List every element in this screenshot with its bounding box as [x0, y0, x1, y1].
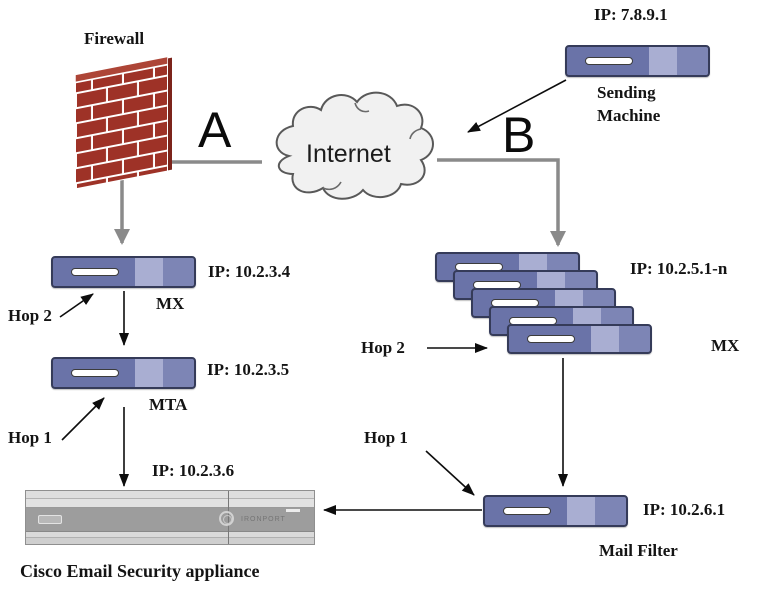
server-slot: [585, 57, 634, 66]
mx-left-server: [51, 256, 196, 288]
route-label-a: A: [198, 102, 232, 158]
arrow-hop2-left: [59, 293, 94, 318]
server-slot: [503, 507, 552, 516]
mail-filter-server: [483, 495, 628, 527]
hop2-left-label: Hop 2: [8, 306, 52, 325]
cisco-appliance-image: IRONPORT: [25, 490, 315, 545]
sending-machine-label-line1: Sending: [597, 83, 656, 102]
arrow-hop1-left: [61, 397, 105, 441]
internet-cloud: Internet: [275, 91, 434, 200]
mta-label: MTA: [149, 395, 188, 414]
appliance-band: [26, 499, 314, 508]
ironport-logo-icon: [219, 511, 234, 526]
firewall-icon: [74, 55, 172, 190]
appliance-band: [26, 491, 314, 499]
mta-ip: IP: 10.2.3.5: [207, 360, 290, 379]
server-slot: [527, 335, 576, 344]
mail-filter-label: Mail Filter: [599, 541, 678, 560]
ironport-wordmark: IRONPORT: [241, 516, 286, 523]
hop1-left-label: Hop 1: [8, 428, 52, 447]
connector-internet-to-mx-stack: [437, 158, 566, 247]
route-label-b: B: [502, 107, 536, 163]
appliance-power-badge: [38, 515, 62, 524]
internet-label: Internet: [306, 140, 391, 168]
mx-right-ip: IP: 10.2.5.1-n: [630, 259, 728, 278]
firewall-label: Firewall: [84, 29, 145, 48]
server-slot: [71, 268, 120, 277]
mta-server: [51, 357, 196, 389]
appliance-indicator: [286, 509, 300, 512]
sending-machine-label-line2: Machine: [597, 106, 661, 125]
appliance-ip: IP: 10.2.3.6: [152, 461, 235, 480]
mx-left-ip: IP: 10.2.3.4: [208, 262, 291, 281]
server-slot: [71, 369, 120, 378]
appliance-band: [26, 532, 314, 538]
appliance-band: [26, 538, 314, 544]
hop2-right-label: Hop 2: [361, 338, 405, 357]
mx-stack-server: [507, 324, 652, 354]
arrow-hop1-right: [425, 450, 475, 496]
appliance-label: Cisco Email Security appliance: [20, 561, 260, 581]
sending-machine-ip: IP: 7.8.9.1: [594, 5, 668, 24]
appliance-band: [26, 508, 314, 532]
mail-filter-ip: IP: 10.2.6.1: [643, 500, 726, 519]
mx-right-label: MX: [711, 336, 740, 355]
mx-left-label: MX: [156, 294, 185, 313]
hop1-right-label: Hop 1: [364, 428, 408, 447]
arrow-sending-to-internet: [467, 79, 567, 133]
sending-machine-server: [565, 45, 710, 77]
